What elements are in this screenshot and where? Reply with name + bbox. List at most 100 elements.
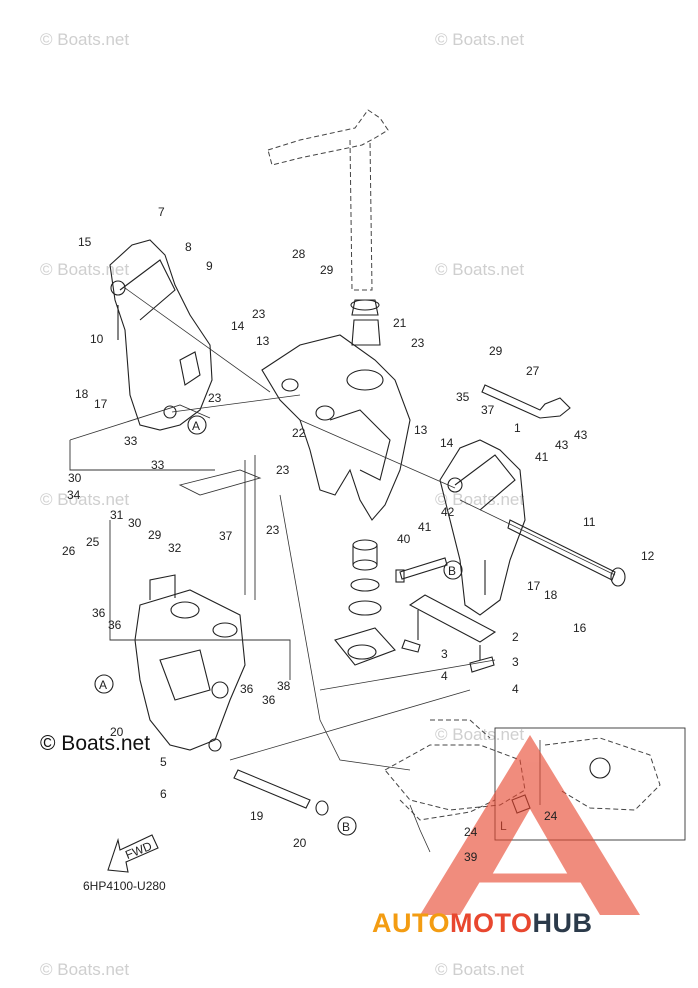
callout-number: 43 (574, 428, 588, 442)
callout-number: 12 (641, 549, 655, 563)
callout-number: 10 (90, 332, 104, 346)
callout-number: 29 (489, 344, 503, 358)
brand-part-moto: MOTO (450, 908, 533, 938)
fwd-arrow-icon: FWD (107, 834, 159, 873)
callout-number: 25 (86, 535, 100, 549)
watermark-main: © Boats.net (40, 732, 150, 755)
callout-number: 3 (441, 647, 448, 661)
callout-number: 6 (160, 787, 167, 801)
brand-part-hub: HUB (533, 908, 593, 938)
callout-number: 7 (158, 205, 165, 219)
watermark-text: © Boats.net (40, 490, 129, 509)
callout-number: 24 (464, 825, 478, 839)
callout-number: 28 (292, 247, 306, 261)
bushings-stack (334, 539, 396, 666)
callout-number: 27 (526, 364, 540, 378)
callout-number: 13 (414, 423, 428, 437)
callout-number: 29 (320, 263, 334, 277)
callout-number: 14 (231, 319, 245, 333)
circle-markers: A B A B (94, 415, 463, 836)
callout-number: 31 (110, 508, 124, 522)
callout-number: 36 (92, 606, 106, 620)
callout-number: 18 (544, 588, 558, 602)
callout-number: 3 (512, 655, 519, 669)
tiller-handle-ghost (267, 109, 389, 291)
callout-number: 42 (441, 505, 455, 519)
watermark-text: © Boats.net (435, 960, 524, 979)
clamp-bracket-left (109, 239, 213, 431)
watermark-text: © Boats.net (435, 30, 524, 49)
callout-number: 33 (124, 434, 138, 448)
callout-number: 21 (393, 316, 407, 330)
fwd-label: FWD (123, 839, 154, 862)
watermark-text: © Boats.net (435, 725, 524, 744)
callout-number: 20 (110, 725, 124, 739)
callout-number: 30 (68, 471, 82, 485)
callout-number: 37 (481, 403, 495, 417)
circle-label-b: B (342, 820, 350, 834)
callout-number: 17 (527, 579, 541, 593)
callout-number: 38 (277, 679, 291, 693)
callout-number: 33 (151, 458, 165, 472)
callout-number: 41 (418, 520, 432, 534)
part-callouts: 7 15 8 9 10 14 13 23 18 17 23 28 29 21 2… (62, 205, 655, 864)
bolt-40 (395, 557, 448, 583)
lower-bracket-ghost (384, 719, 526, 821)
callout-number: 23 (208, 391, 222, 405)
callout-number: 40 (397, 532, 411, 546)
callout-number: 4 (512, 682, 519, 696)
callout-number: 35 (456, 390, 470, 404)
callout-number: 2 (512, 630, 519, 644)
callout-number: 18 (75, 387, 89, 401)
callout-number: 37 (219, 529, 233, 543)
callout-number: 32 (168, 541, 182, 555)
circle-label-a: A (99, 678, 107, 692)
callout-number: 22 (292, 426, 306, 440)
callout-number: 19 (250, 809, 264, 823)
callout-number: 36 (240, 682, 254, 696)
callout-number: 13 (256, 334, 270, 348)
callout-number: 30 (128, 516, 142, 530)
circle-label-b: B (448, 564, 456, 578)
watermark-text: © Boats.net (40, 260, 129, 279)
callout-number: 43 (555, 438, 569, 452)
callout-number: 20 (293, 836, 307, 850)
callout-number: 23 (276, 463, 290, 477)
callout-number: 29 (148, 528, 162, 542)
brand-part-auto: AUTO (372, 908, 450, 938)
callout-number: 15 (78, 235, 92, 249)
callout-number: 23 (411, 336, 425, 350)
diagram-code: 6HP4100-U280 (83, 879, 166, 893)
stopper-plate (401, 594, 497, 673)
callout-number: 36 (262, 693, 276, 707)
callout-number: 36 (108, 618, 122, 632)
callout-number: 16 (573, 621, 587, 635)
callout-number: 23 (266, 523, 280, 537)
watermark-text: © Boats.net (40, 960, 129, 979)
brand-triangle-logo (420, 735, 640, 915)
tilt-shaft (507, 519, 626, 587)
lower-mount-assembly (134, 574, 246, 752)
guide-lines (69, 287, 616, 853)
callout-number: 4 (441, 669, 448, 683)
callout-number: 39 (464, 850, 478, 864)
callout-number: 23 (252, 307, 266, 321)
watermark-text: © Boats.net (40, 30, 129, 49)
callout-number: 11 (583, 515, 596, 529)
rod-19 (233, 769, 329, 816)
callout-number: 14 (440, 436, 454, 450)
callout-number: 9 (206, 259, 213, 273)
watermark-text: © Boats.net (435, 490, 524, 509)
watermarks: © Boats.net © Boats.net © Boats.net © Bo… (40, 30, 524, 979)
swivel-bracket (261, 299, 411, 521)
callout-number: 17 (94, 397, 108, 411)
callout-number: 8 (185, 240, 192, 254)
callout-number: 1 (514, 421, 521, 435)
brand-wordmark: AUTOMOTOHUB (372, 908, 593, 938)
callout-number: 41 (535, 450, 549, 464)
watermark-text: © Boats.net (435, 260, 524, 279)
pin-27 (481, 384, 571, 419)
callout-number: 5 (160, 755, 167, 769)
svg-text:AUTOMOTOHUB: AUTOMOTOHUB (372, 908, 593, 938)
